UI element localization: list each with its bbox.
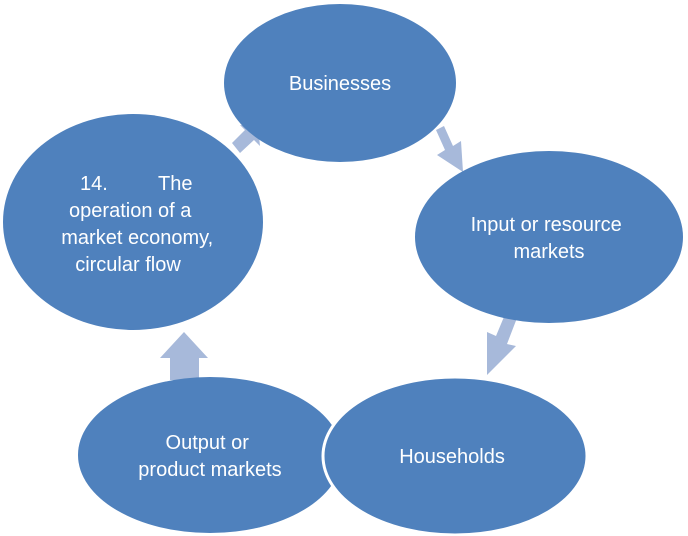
node-center-topic-label-line-1: The xyxy=(158,173,192,195)
node-output-markets-label-line-2: product markets xyxy=(138,459,281,481)
node-businesses: Businesses xyxy=(224,4,456,162)
node-households-label-line-1: Households xyxy=(399,446,505,468)
node-center-topic-label-line-2: operation of a xyxy=(69,200,192,222)
node-output-markets: Output or product markets xyxy=(78,377,342,533)
node-center-topic: 14. The operation of a market economy, c… xyxy=(3,114,263,330)
node-center-topic-label-line-4: circular flow xyxy=(75,254,181,276)
node-households: Households xyxy=(321,375,589,536)
svg-text:14. The operat: 14. The operation of a market economy, c… xyxy=(61,173,218,276)
node-input-markets: Input or resource markets xyxy=(415,151,683,323)
arrow-input-markets-to-households xyxy=(487,312,517,375)
svg-text:Households: Households xyxy=(399,446,505,468)
arrow-businesses-to-input-markets xyxy=(436,126,463,172)
node-output-markets-label-line-1: Output or xyxy=(166,432,250,454)
node-input-markets-label-line-2: markets xyxy=(513,241,584,263)
svg-text:Input or resource mark: Input or resource markets xyxy=(471,214,628,263)
node-center-topic-shape xyxy=(3,114,263,330)
flow-arrows xyxy=(160,125,517,380)
node-businesses-shape xyxy=(224,4,456,162)
arrow-output-markets-to-center-topic xyxy=(160,332,208,380)
node-center-topic-number: 14. xyxy=(80,173,108,195)
node-input-markets-label-line-1: Input or resource xyxy=(471,214,622,236)
node-center-topic-label-line-3: market economy, xyxy=(61,227,213,249)
node-input-markets-shape xyxy=(415,151,683,323)
svg-text:Businesses: Businesses xyxy=(289,73,391,95)
node-output-markets-shape xyxy=(78,377,342,533)
node-businesses-label-line-1: Businesses xyxy=(289,73,391,95)
svg-text:Output or product mark: Output or product markets xyxy=(138,432,281,481)
node-households-shape xyxy=(321,375,589,536)
